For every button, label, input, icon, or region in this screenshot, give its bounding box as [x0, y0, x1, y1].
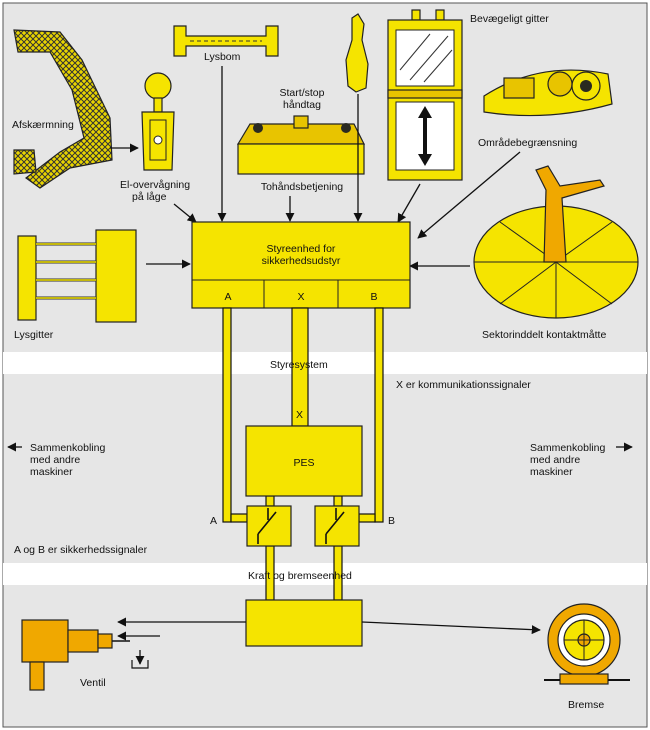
- signal-wires: [222, 307, 384, 601]
- sector-mat-icon: [473, 165, 639, 319]
- x-comm-label: X er kommunikationssignaler: [396, 379, 531, 391]
- interconnect-left-label-3: maskiner: [30, 466, 73, 478]
- valve-label: Ventil: [80, 677, 106, 689]
- door-interlock-icon: [141, 72, 175, 171]
- pes-box: [245, 425, 363, 497]
- light-curtain-icon: [17, 229, 137, 323]
- control-unit-label-2: sikkerhedsudstyr: [262, 255, 341, 267]
- electric-monitor-label-2: på låge: [132, 191, 167, 203]
- electric-monitor-label-1: El-overvågning: [120, 179, 190, 191]
- sector-mat-label: Sektorinddelt kontaktmåtte: [482, 329, 606, 341]
- control-system-label: Styresystem: [270, 359, 328, 371]
- switch-b-label: B: [388, 515, 395, 527]
- two-hand-label: Tohåndsbetjening: [261, 181, 343, 193]
- brake-icon: [544, 603, 630, 685]
- handle-icon: [345, 13, 369, 93]
- two-hand-control-icon: [236, 115, 365, 175]
- guard-label: Afskærmning: [12, 119, 74, 131]
- movable-guard-label: Bevægeligt gitter: [470, 13, 549, 25]
- port-a-label: A: [224, 291, 231, 303]
- valve-icon: [21, 619, 149, 691]
- band-power-brake: [3, 563, 647, 585]
- interconnect-left-label-2: med andre: [30, 454, 80, 466]
- power-brake-label: Kraft og bremseenhed: [248, 570, 352, 582]
- control-unit-label-1: Styreenhed for: [267, 243, 336, 255]
- double-arrow-icon: [418, 106, 432, 166]
- movable-guard-icon: [387, 9, 463, 181]
- power-brake-unit: [245, 599, 363, 647]
- port-b-label: B: [370, 291, 377, 303]
- pes-label: PES: [293, 457, 314, 469]
- switch-icon: [314, 505, 360, 547]
- switch-icon: [246, 505, 292, 547]
- interconnect-left-label-1: Sammenkobling: [30, 442, 105, 454]
- interconnect-right-label-1: Sammenkobling: [530, 442, 605, 454]
- area-limit-icon: [483, 69, 613, 117]
- light-curtain-label: Lysgitter: [14, 329, 54, 341]
- light-beam-icon: [173, 25, 279, 57]
- band-control-system: [3, 352, 647, 374]
- ab-safety-label: A og B er sikkerhedssignaler: [14, 544, 148, 556]
- area-limit-label: Områdebegrænsning: [478, 137, 577, 149]
- brake-label: Bremse: [568, 699, 604, 711]
- start-stop-label-2: håndtag: [283, 99, 321, 111]
- switch-a-label: A: [210, 515, 217, 527]
- guard-mesh-icon: [13, 29, 113, 189]
- x-small-label: X: [296, 409, 303, 421]
- safety-control-unit: [191, 221, 411, 309]
- port-x-label: X: [297, 291, 304, 303]
- interconnect-right-label-2: med andre: [530, 454, 580, 466]
- interconnect-right-label-3: maskiner: [530, 466, 573, 478]
- light-beam-label: Lysbom: [204, 51, 241, 63]
- start-stop-label-1: Start/stop: [280, 87, 325, 99]
